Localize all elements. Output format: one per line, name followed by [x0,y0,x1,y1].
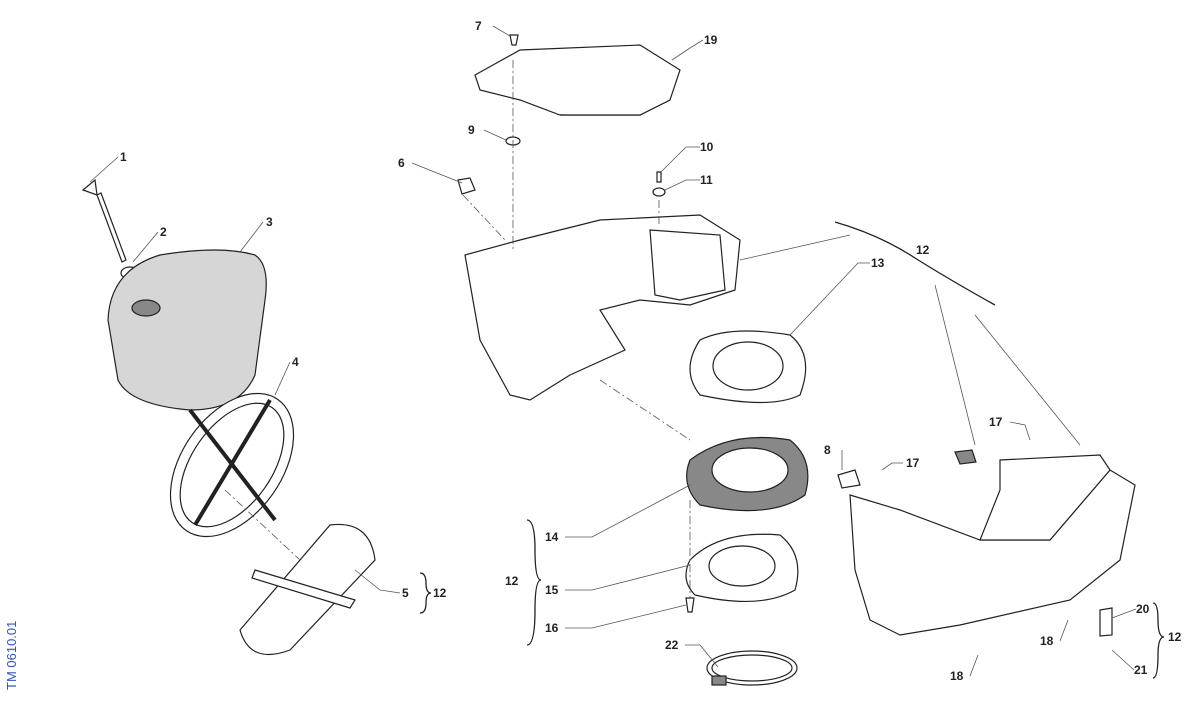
part-sensor-20 [1099,607,1113,637]
part-tank-frame [169,392,295,538]
callout-19: 19 [704,33,718,47]
callout-17-b: 17 [989,415,1003,429]
callout-4: 4 [292,355,299,369]
callout-5: 5 [402,586,409,600]
part-base-plate [239,523,376,656]
callout-1: 1 [120,150,127,164]
leader-lines [89,25,1137,677]
callout-20: 20 [1136,602,1150,616]
callout-16: 16 [545,621,559,635]
part-washer-11 [652,187,666,197]
callout-8: 8 [824,443,831,457]
part-top-cover [474,44,681,116]
callout-22: 22 [665,638,679,652]
part-screw-16 [685,597,695,613]
callout-6: 6 [398,156,405,170]
callout-7: 7 [475,19,482,33]
callout-11: 11 [700,173,713,187]
part-wing-bolt [81,178,127,263]
callout-12-right: 12 [1168,630,1182,644]
callout-2: 2 [160,225,167,239]
callout-21: 21 [1134,663,1148,677]
part-screw-10 [656,171,662,183]
callout-10: 10 [700,140,714,154]
callout-18-b: 18 [950,669,964,683]
braces [419,221,1165,679]
callout-labels: 1 2 3 4 5 12 6 7 19 9 10 11 12 13 14 15 … [120,19,1182,683]
callout-12-mid: 12 [505,574,519,588]
callout-12-group-5: 12 [433,586,447,600]
part-screw-6 [457,177,476,195]
callout-14: 14 [545,530,559,544]
part-air-box-lower [849,454,1136,636]
part-clip [954,449,977,465]
part-clip-8 [837,469,861,489]
part-gasket-13 [689,330,807,404]
part-gasket-15 [685,533,799,603]
part-air-box-upper [464,214,741,401]
callout-9: 9 [468,123,475,137]
part-adapter-14 [686,436,809,512]
part-fuel-tank [107,249,267,411]
callout-12-top: 12 [916,243,930,257]
callout-18-a: 18 [1040,634,1054,648]
callout-13: 13 [871,256,885,270]
callout-3: 3 [266,215,273,229]
callout-17-a: 17 [906,456,920,470]
part-screw-7 [509,34,519,46]
callout-15: 15 [545,583,559,597]
part-hose-clamp [706,650,798,686]
